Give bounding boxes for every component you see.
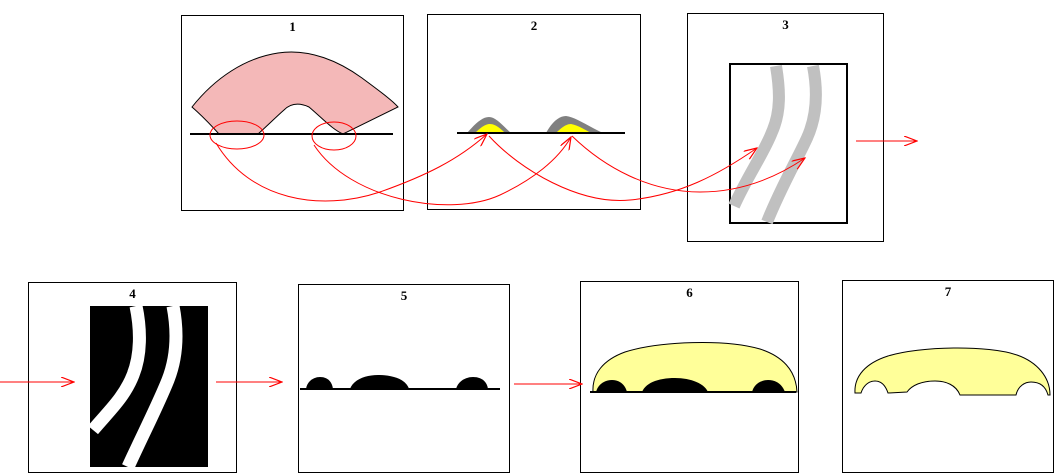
- pink-region: [191, 51, 399, 135]
- right-white-band: [122, 304, 183, 470]
- panel-7-number: 7: [944, 284, 952, 299]
- panel-2-illustration: [457, 116, 625, 134]
- panel-6-illustration: [590, 342, 798, 393]
- blob-center: [350, 375, 409, 389]
- panel-3-number: 3: [782, 17, 789, 32]
- panel-5-illustration: [300, 375, 500, 390]
- arrow-left-bump-to-panel-3: [488, 135, 757, 201]
- arrow-right-contact-to-panel-2: [313, 137, 571, 206]
- dome-blob-center: [642, 378, 708, 392]
- left-contact-ellipse: [209, 120, 265, 150]
- binary-mask-background: [90, 306, 208, 467]
- yellow-dome: [592, 342, 798, 393]
- panel-7-illustration: [854, 347, 1051, 396]
- right-bump-core: [556, 124, 591, 133]
- blob-right: [456, 377, 488, 389]
- panel-5-number: 5: [400, 288, 408, 303]
- dome-blob-left: [596, 380, 627, 392]
- right-contact-ellipse: [311, 121, 357, 151]
- arrow-left-contact-to-panel-2: [215, 134, 487, 202]
- left-bump-core: [475, 124, 505, 133]
- panel-1-number: 1: [289, 19, 296, 34]
- panel-2-number: 2: [530, 18, 538, 33]
- left-white-band: [88, 304, 146, 435]
- flow-arrows: [0, 134, 917, 384]
- extracted-dome: [854, 347, 1051, 396]
- panel-4-illustration: [88, 304, 208, 470]
- blob-left: [306, 377, 333, 389]
- panel-3-illustration: [728, 63, 848, 225]
- panel-1-illustration: [190, 51, 399, 151]
- panel-2: 2: [427, 14, 641, 210]
- dome-blob-right: [752, 380, 785, 392]
- panel-3-inner-frame: [729, 63, 848, 224]
- right-gray-band: [761, 64, 822, 225]
- panel-3: 3: [687, 13, 884, 242]
- panel-6-number: 6: [686, 285, 693, 300]
- right-bump-shell: [546, 116, 603, 133]
- arrow-right-bump-to-panel-3: [571, 135, 805, 193]
- panel-4-number: 4: [129, 286, 136, 301]
- left-gray-band: [728, 65, 785, 209]
